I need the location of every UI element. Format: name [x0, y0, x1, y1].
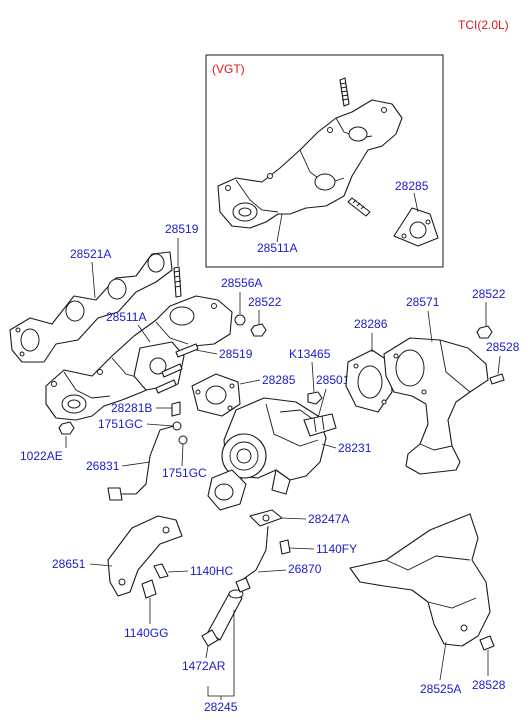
- oil-return-pipe-26870: [241, 525, 269, 581]
- turbo-gasket-28285: [191, 373, 241, 417]
- label-28556A: 28556A: [221, 276, 262, 290]
- label-1472AR: 1472AR: [182, 659, 226, 673]
- bolt-1140HC: [153, 563, 169, 579]
- label-28528-top: 28528: [486, 340, 520, 354]
- vgt-inset-frame: [205, 54, 444, 268]
- label-1140HC: 1140HC: [190, 564, 233, 578]
- model-title: TCI(2.0L): [458, 18, 509, 32]
- washer-28556A: [234, 314, 246, 326]
- vgt-exhaust-manifold: [217, 77, 403, 229]
- stud-28519-top: [173, 266, 182, 298]
- label-28285-vgt: 28285: [395, 179, 429, 193]
- label-1751GC-b: 1751GC: [162, 466, 207, 480]
- label-28501: 28501: [316, 373, 350, 387]
- label-28511A: 28511A: [106, 310, 146, 324]
- label-1140GG: 1140GG: [124, 626, 168, 640]
- heat-shield-28525A: [349, 513, 491, 647]
- label-26831: 26831: [86, 459, 120, 473]
- manifold-gasket-28521A: [9, 251, 173, 363]
- vgt-inset-label: (VGT): [212, 62, 245, 76]
- label-28522-left: 28522: [248, 295, 282, 309]
- label-28281B: 28281B: [111, 401, 152, 415]
- bracket-28651: [107, 515, 183, 597]
- label-1140FY: 1140FY: [316, 542, 357, 556]
- label-28651: 28651: [52, 557, 86, 571]
- vgt-gasket: [393, 207, 439, 247]
- stud-28519-mid: [155, 343, 199, 394]
- label-28521A: 28521A: [70, 247, 111, 261]
- label-1022AE: 1022AE: [20, 449, 63, 463]
- nut-1022AE: [58, 421, 75, 435]
- turbocharger-28231: [207, 397, 337, 511]
- label-1751GC-a: 1751GC: [98, 417, 143, 431]
- label-28245: 28245: [204, 700, 238, 714]
- label-28528-bottom: 28528: [472, 678, 506, 692]
- clamp-1472AR: [201, 629, 219, 647]
- label-28247A: 28247A: [308, 512, 349, 526]
- bolt-28528-bottom: [479, 635, 495, 651]
- label-28231: 28231: [338, 441, 372, 455]
- label-28285: 28285: [262, 373, 296, 387]
- nut-28522-left: [250, 323, 267, 337]
- label-26870: 26870: [288, 562, 322, 576]
- label-28511A-vgt: 28511A: [257, 241, 297, 255]
- label-28519-top: 28519: [165, 222, 199, 236]
- exhaust-manifold-28511A: [45, 295, 233, 421]
- seal-1751GC-a: [172, 421, 182, 431]
- clamp-1472AR-upper: [235, 577, 251, 593]
- exhaust-elbow-28571: [383, 337, 489, 475]
- bolt-1140GG: [141, 579, 157, 599]
- gasket-28286: [345, 349, 393, 413]
- label-28519-mid: 28519: [219, 347, 253, 361]
- label-28571: 28571: [406, 295, 440, 309]
- gasket-28247A: [249, 509, 283, 527]
- nut-K13465: [307, 391, 323, 405]
- label-28525A: 28525A: [420, 682, 461, 696]
- label-28286: 28286: [354, 317, 388, 331]
- nut-28522-right: [476, 325, 493, 339]
- label-28522-right: 28522: [472, 287, 506, 301]
- bolt-28281B: [171, 401, 181, 417]
- bolt-28528-top: [489, 373, 505, 385]
- label-K13465: K13465: [289, 347, 331, 361]
- oil-feed-pipe-26831: [107, 425, 175, 501]
- seal-1751GC-b: [178, 435, 188, 445]
- bolt-1140FY: [279, 539, 291, 555]
